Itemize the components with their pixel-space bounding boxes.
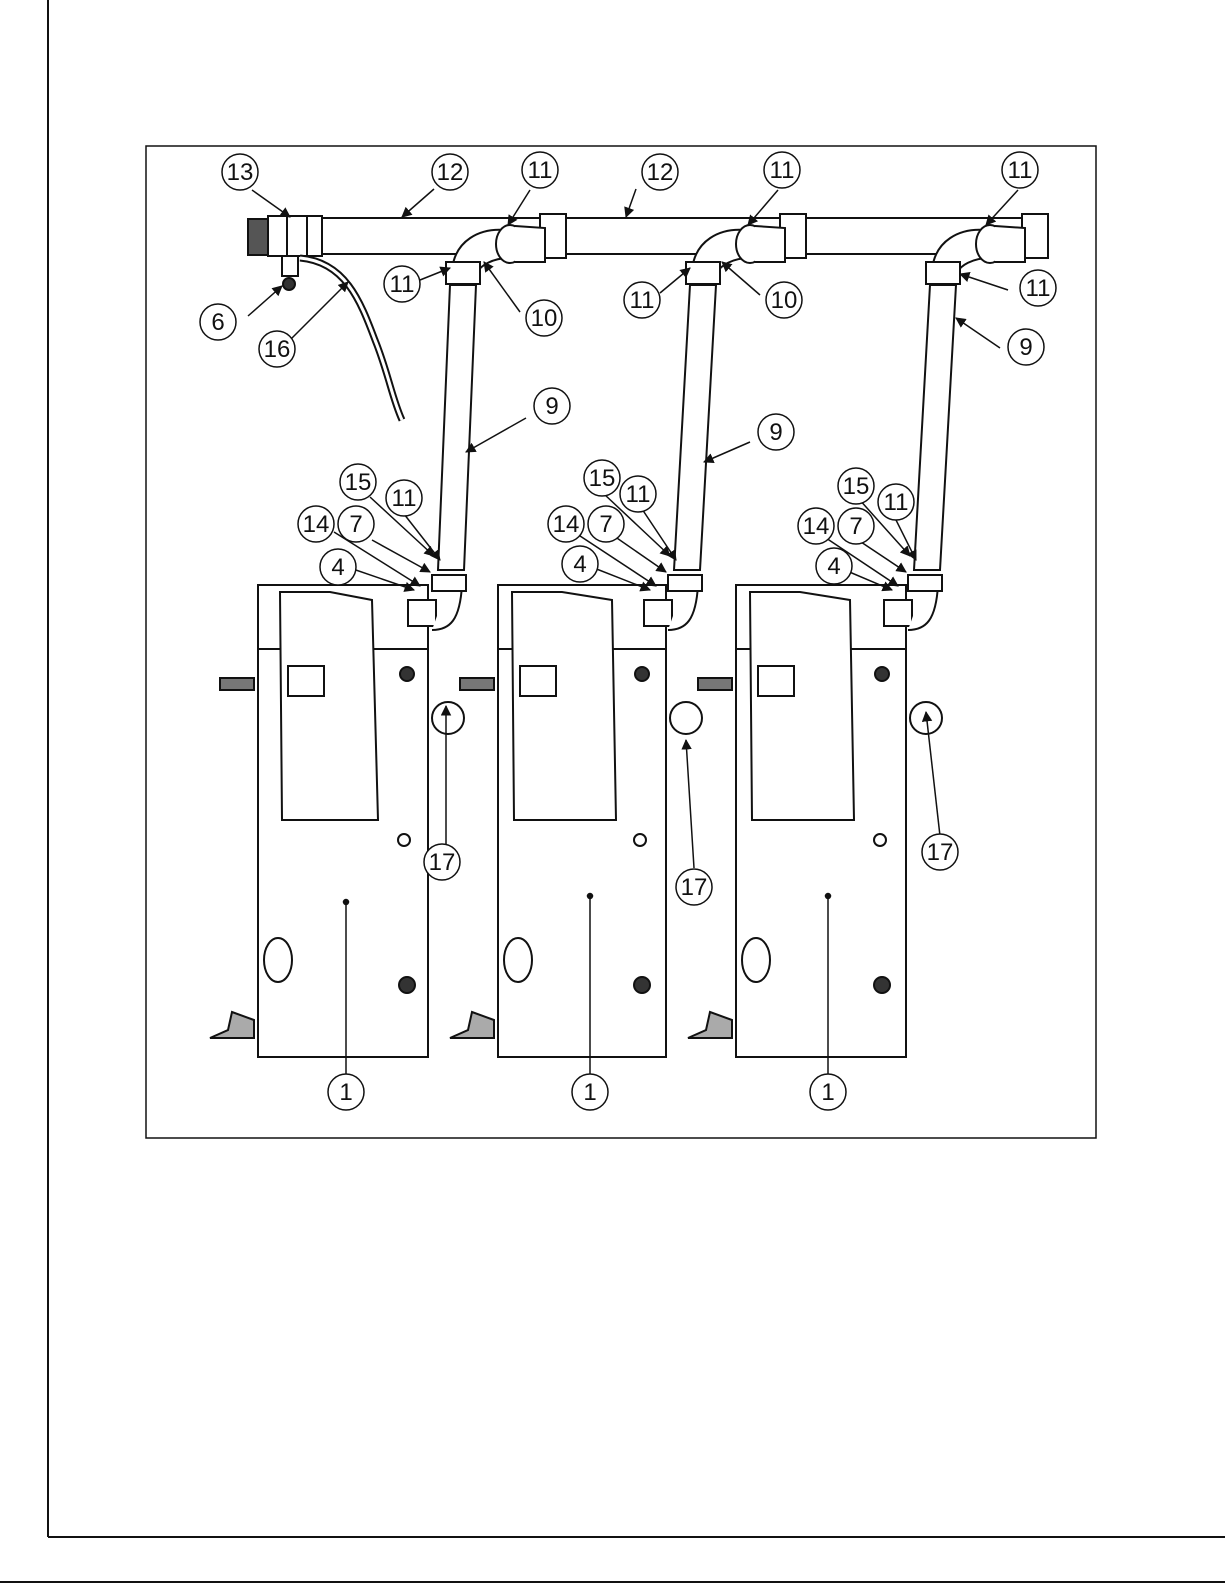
callout-label: 11	[626, 481, 651, 508]
callout-c17c: 17	[922, 834, 958, 870]
callout-label: 11	[1008, 157, 1033, 184]
callout-label: 14	[303, 511, 330, 538]
callout-label: 9	[769, 419, 782, 446]
callout-c9c: 9	[1008, 329, 1044, 365]
vent-pipe-2	[674, 225, 785, 570]
callout-label: 11	[1026, 275, 1051, 302]
callout-label: 15	[345, 469, 372, 496]
callout-label: 11	[884, 489, 909, 516]
callout-c7c: 7	[838, 508, 874, 544]
callout-label: 4	[827, 553, 840, 580]
callout-c15b: 15	[584, 460, 620, 496]
callout-c15c: 15	[838, 468, 874, 504]
callout-c10b: 10	[766, 282, 802, 318]
callout-c4a: 4	[320, 549, 356, 585]
callout-label: 15	[589, 465, 616, 492]
callout-label: 7	[599, 511, 612, 538]
callout-label: 17	[927, 839, 954, 866]
water-heater-3	[688, 575, 942, 1057]
callout-c9b: 9	[758, 414, 794, 450]
callout-label: 1	[339, 1079, 352, 1106]
callout-label: 12	[647, 159, 674, 186]
callout-label: 6	[211, 309, 224, 336]
callout-label: 12	[437, 159, 464, 186]
callout-c15a: 15	[340, 464, 376, 500]
callout-label: 14	[803, 513, 830, 540]
callout-c11h: 11	[620, 476, 656, 512]
callout-c11c: 11	[1002, 152, 1038, 188]
vent-pipe-1	[438, 225, 545, 570]
callout-label: 11	[390, 271, 415, 298]
callout-c9a: 9	[534, 388, 570, 424]
water-heater-2	[450, 575, 702, 1057]
callout-c12b: 12	[642, 154, 678, 190]
callout-c14b: 14	[548, 506, 584, 542]
callout-c11i: 11	[878, 484, 914, 520]
callout-label: 10	[771, 287, 798, 314]
callout-c1a: 1	[328, 1074, 364, 1110]
callout-label: 10	[531, 305, 558, 332]
callout-c16: 16	[259, 331, 295, 367]
callout-label: 17	[681, 874, 708, 901]
callout-c17b: 17	[676, 869, 712, 905]
callout-c1b: 1	[572, 1074, 608, 1110]
callout-c1c: 1	[810, 1074, 846, 1110]
callout-c7a: 7	[338, 506, 374, 542]
callout-label: 14	[553, 511, 580, 538]
callout-label: 1	[821, 1079, 834, 1106]
callout-c4c: 4	[816, 548, 852, 584]
callout-label: 17	[429, 849, 456, 876]
callout-c11g: 11	[386, 480, 422, 516]
callout-c14c: 14	[798, 508, 834, 544]
header-pipe	[248, 214, 1048, 258]
callout-label: 7	[349, 511, 362, 538]
callout-label: 4	[331, 554, 344, 581]
callout-c11b: 11	[764, 152, 800, 188]
callout-c4b: 4	[562, 546, 598, 582]
callout-c12a: 12	[432, 154, 468, 190]
callout-label: 9	[1019, 334, 1032, 361]
callout-c13: 13	[222, 154, 258, 190]
callout-label: 16	[264, 336, 291, 363]
callout-label: 11	[770, 157, 795, 184]
callout-label: 15	[843, 473, 870, 500]
callout-c11e: 11	[624, 282, 660, 318]
water-heater-1	[210, 575, 466, 1057]
callout-label: 9	[545, 393, 558, 420]
callout-label: 13	[227, 159, 254, 186]
callout-label: 11	[392, 485, 417, 512]
callout-c17a: 17	[424, 844, 460, 880]
callout-c14a: 14	[298, 506, 334, 542]
drain-fitting	[282, 256, 298, 290]
callout-c6: 6	[200, 304, 236, 340]
callout-label: 11	[528, 157, 553, 184]
callout-label: 4	[573, 551, 586, 578]
callout-label: 11	[630, 287, 655, 314]
callout-c10a: 10	[526, 300, 562, 336]
callout-c11f: 11	[1020, 270, 1056, 306]
callout-c11d: 11	[384, 266, 420, 302]
callout-c7b: 7	[588, 506, 624, 542]
callout-label: 1	[583, 1079, 596, 1106]
callout-c11a: 11	[522, 152, 558, 188]
callout-label: 7	[849, 513, 862, 540]
